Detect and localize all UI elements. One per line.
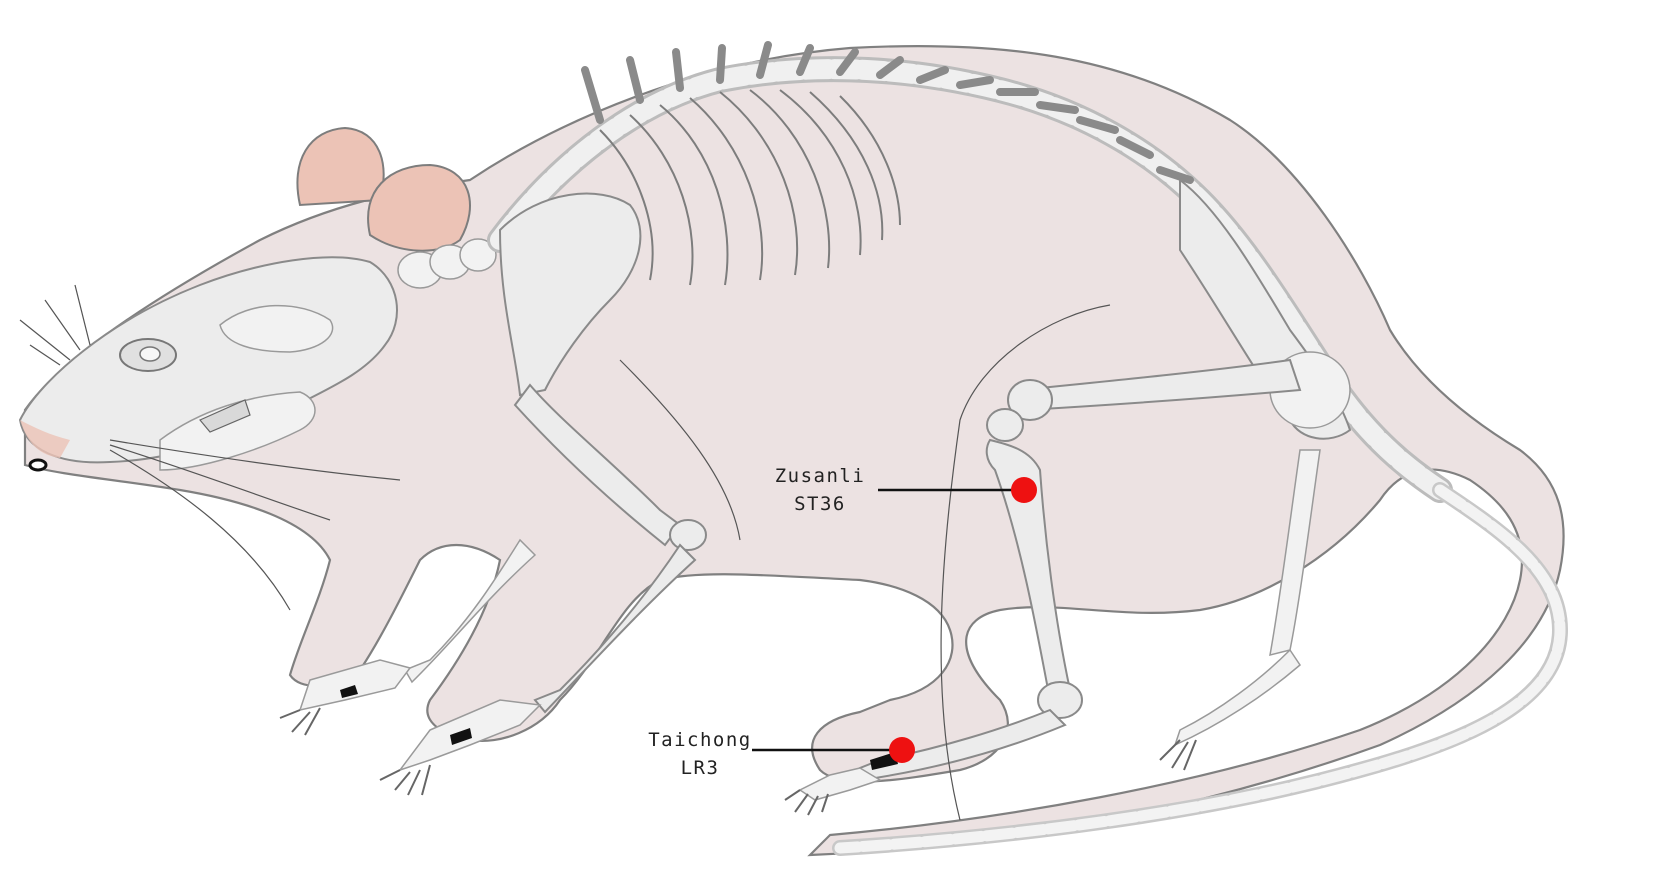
forelimbs xyxy=(279,192,707,796)
acupoint-taichong: Taichong LR3 xyxy=(648,729,915,779)
tail-vertebrae xyxy=(832,482,1569,856)
zusanli-name: Zusanli xyxy=(775,465,866,487)
cervical-vertebrae xyxy=(397,238,497,289)
taichong-marker xyxy=(889,737,915,763)
rat-body-silhouette xyxy=(23,44,1565,857)
ribcage xyxy=(599,89,901,286)
zusanli-marker xyxy=(1011,477,1037,503)
taichong-name: Taichong xyxy=(648,729,752,751)
zusanli-code: ST36 xyxy=(794,493,846,515)
taichong-code: LR3 xyxy=(681,757,720,779)
hindlimbs xyxy=(619,177,1352,821)
rat-ears xyxy=(296,126,471,252)
acupoint-zusanli: Zusanli ST36 xyxy=(775,465,1037,515)
rat-skull xyxy=(18,256,401,611)
